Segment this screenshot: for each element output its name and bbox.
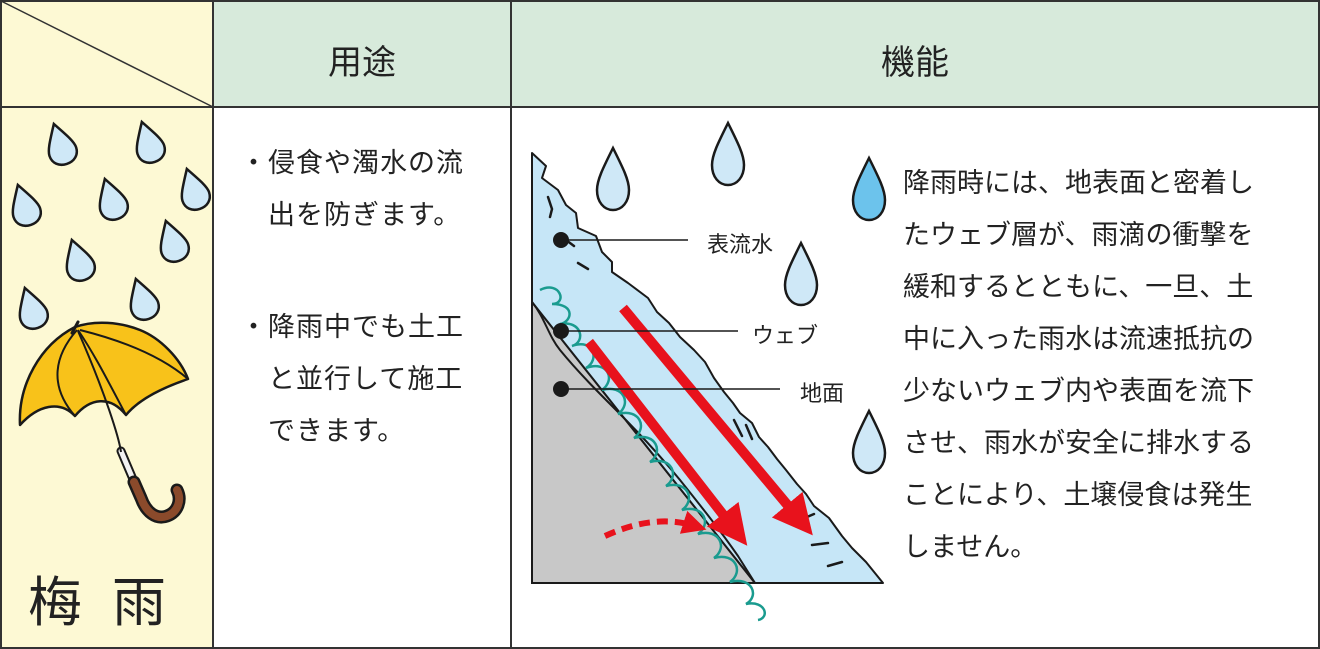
web-coil: [539, 286, 766, 622]
usage-line: できます。: [240, 416, 406, 447]
function-line: 少ないウェブ内や表面を流下: [903, 376, 1254, 407]
label-surface-water: 表流水: [707, 233, 774, 258]
function-line: しません。: [903, 532, 1038, 563]
label-web: ウェブ: [752, 324, 819, 349]
raindrop-icon: [98, 176, 130, 222]
function-line: ことにより、土壌侵食は発生: [903, 480, 1253, 511]
function-line: たウェブ層が、雨滴の衝撃を: [903, 220, 1254, 251]
usage-line: ・侵食や濁水の流: [240, 148, 464, 179]
web-water-layer: [531, 152, 884, 584]
umbrella-icon: [18, 320, 190, 524]
season-label: 梅雨: [28, 571, 196, 634]
raindrop-icon: [47, 121, 79, 167]
raindrop-icon: [180, 166, 212, 212]
raindrop-icon: [595, 145, 631, 212]
raindrop-icon: [129, 276, 161, 322]
raindrop-icon: [11, 182, 43, 228]
raindrop-icon: [783, 240, 819, 307]
raindrop-icon: [65, 237, 97, 283]
raindrops-left: [11, 119, 212, 331]
function-line: 中に入った雨水は流速抵抗の: [903, 324, 1254, 355]
label-ground: 地面: [800, 382, 845, 407]
header-row: [213, 1, 1319, 107]
slope-diagram: [531, 152, 884, 622]
raindrops-diagram: [595, 120, 887, 475]
usage-line: と並行して施工: [240, 364, 464, 395]
subsurface-flow-arrow: [585, 338, 748, 546]
raindrop-icon: [851, 155, 887, 222]
raindrop-icon: [135, 119, 167, 165]
usage-line: 出を防ぎます。: [240, 200, 462, 231]
flow-arrows: [585, 304, 813, 546]
raindrop-icon: [18, 285, 50, 331]
label-leaders: [553, 232, 780, 397]
function-line: 降雨時には、地表面と密着し: [903, 168, 1254, 199]
raindrop-icon: [710, 120, 746, 187]
function-line: させ、雨水が安全に排水する: [903, 428, 1254, 459]
raindrop-icon: [159, 218, 191, 264]
usage-line: ・降雨中でも土工: [240, 312, 464, 343]
surface-flow-arrow: [619, 304, 813, 536]
usage-header: 用途: [328, 43, 396, 83]
function-line: 緩和するとともに、一旦、土: [903, 272, 1254, 303]
function-header: 機能: [881, 43, 949, 83]
raindrop-icon: [851, 408, 887, 475]
